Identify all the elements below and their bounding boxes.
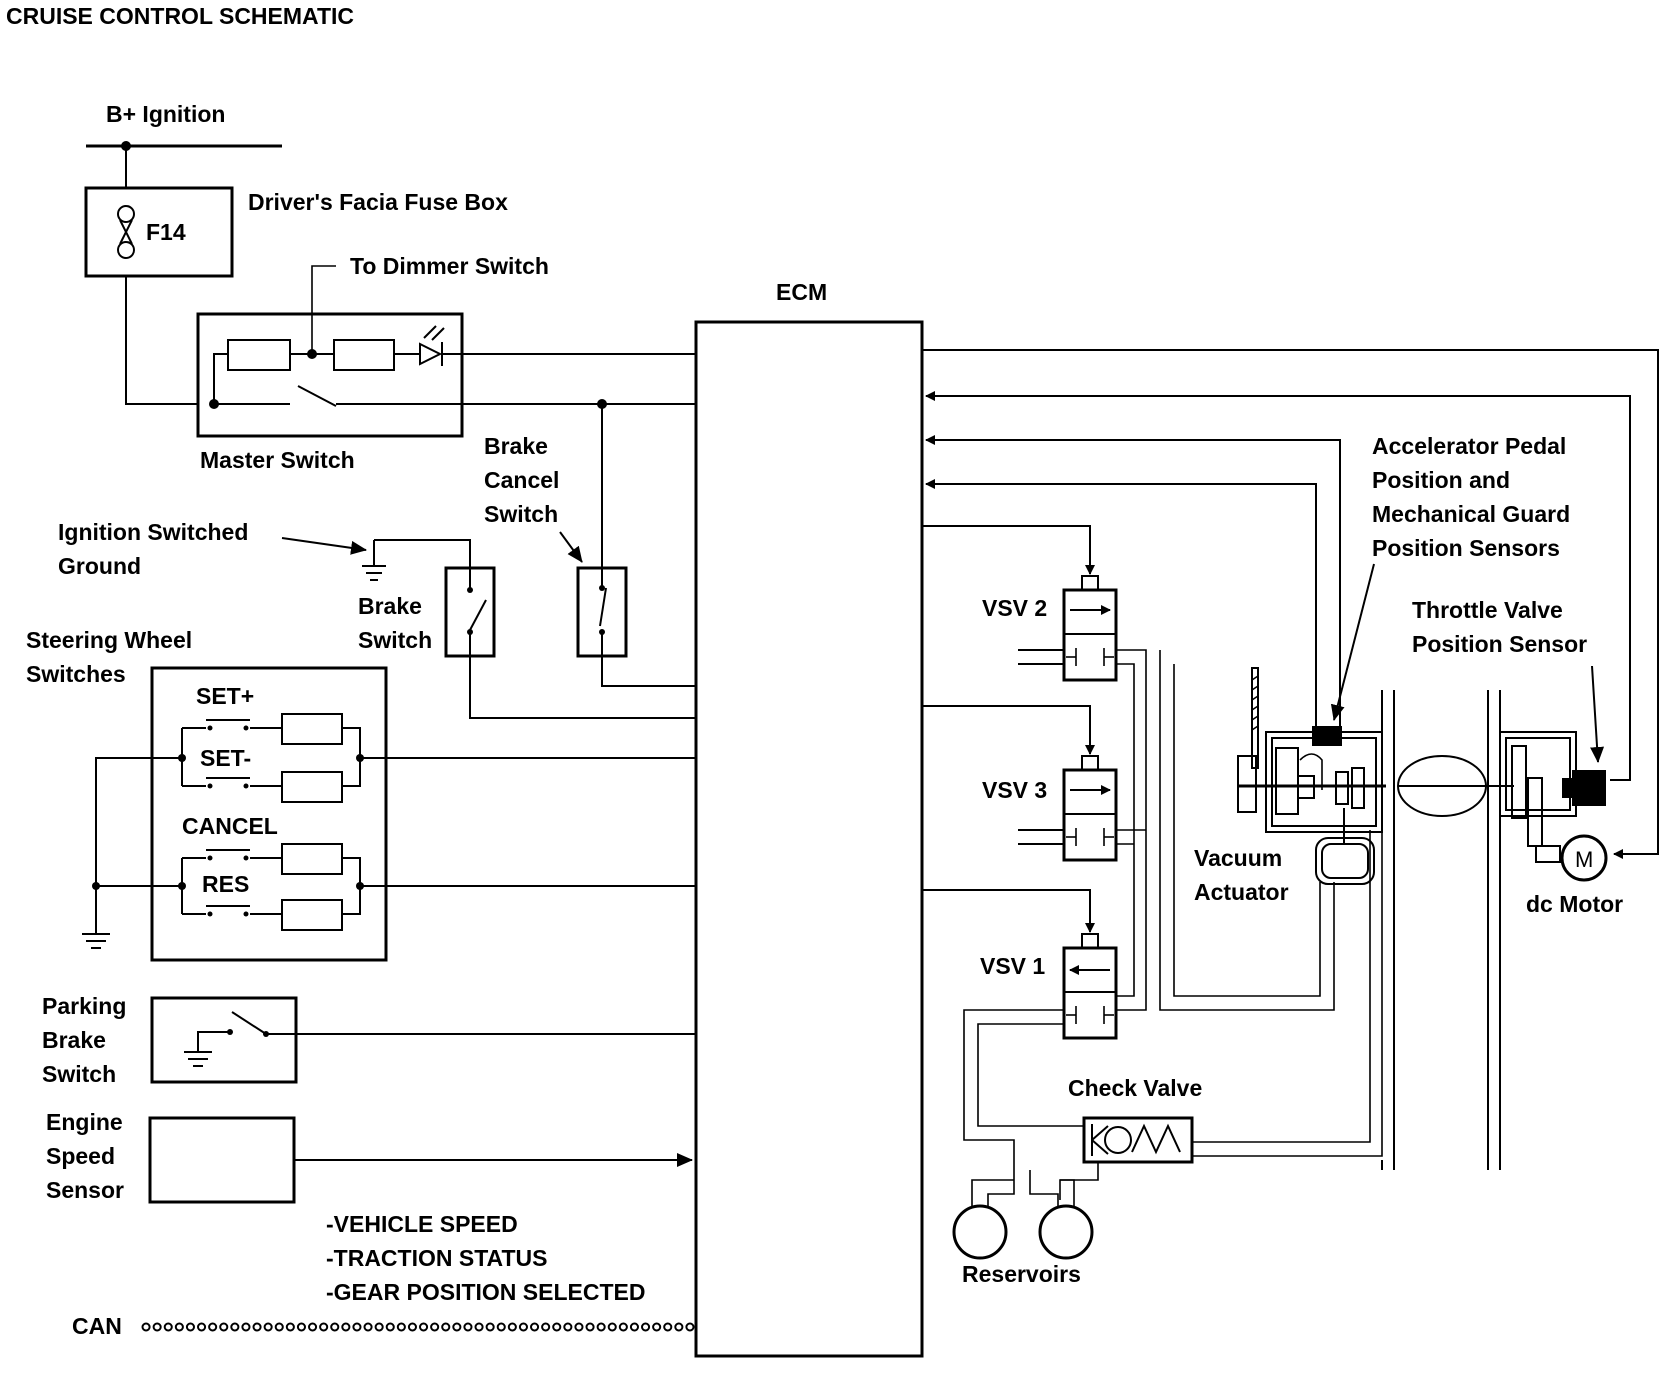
ignition-ground-label-1: Ignition Switched xyxy=(58,519,248,545)
accel-label-3: Mechanical Guard xyxy=(1372,501,1570,527)
vacuum-hoses xyxy=(963,649,1383,1200)
ground-icon xyxy=(362,540,386,581)
accel-label-2: Position and xyxy=(1372,467,1510,493)
reservoirs: Reservoirs xyxy=(952,1170,1094,1287)
accel-sensors-label: Accelerator Pedal Position and Mechanica… xyxy=(1330,433,1570,721)
throttle-sensor-label: Throttle Valve Position Sensor xyxy=(1412,597,1605,763)
motor-symbol: M xyxy=(1575,847,1593,872)
check-valve-label: Check Valve xyxy=(1068,1075,1202,1101)
set-plus-label: SET+ xyxy=(196,683,254,709)
cancel-label: CANCEL xyxy=(182,813,278,839)
can-label: CAN xyxy=(72,1313,122,1339)
vsv3-label: VSV 3 xyxy=(982,777,1047,803)
master-switch-label: Master Switch xyxy=(200,447,355,473)
check-valve: Check Valve xyxy=(1068,1075,1202,1164)
brake-switch: Brake Switch xyxy=(358,566,696,719)
steering-ground-icon xyxy=(82,933,110,949)
ignition-ground-label-2: Ground xyxy=(58,553,141,579)
vacuum-actuator-label: Vacuum Actuator xyxy=(1194,845,1289,905)
can-bus: -VEHICLE SPEED -TRACTION STATUS -GEAR PO… xyxy=(72,1211,697,1339)
fuse-box: F14 Driver's Facia Fuse Box xyxy=(84,186,508,278)
b-ignition-label: B+ Ignition xyxy=(106,101,225,127)
fuse-box-label: Driver's Facia Fuse Box xyxy=(248,189,508,215)
vsv1-label: VSV 1 xyxy=(980,953,1045,979)
res-label: RES xyxy=(202,871,249,897)
set-minus-label: SET- xyxy=(200,745,251,771)
brake-cancel-label-2: Cancel xyxy=(484,467,559,493)
brake-cancel-switch: Brake Cancel Switch xyxy=(484,433,696,687)
accel-label-4: Position Sensors xyxy=(1372,535,1560,561)
accel-label-1: Accelerator Pedal xyxy=(1372,433,1566,459)
steering-wheel-switches: Steering Wheel Switches SET+ SET- CANCEL… xyxy=(26,627,388,962)
reservoirs-label: Reservoirs xyxy=(962,1261,1081,1287)
vsv-3: VSV 3 xyxy=(982,755,1118,862)
ignition-switched-ground: Ignition Switched Ground xyxy=(58,519,471,581)
brake-cancel-label-3: Switch xyxy=(484,501,558,527)
ecm-unit: ECM xyxy=(694,279,924,1358)
throttle-label-2: Position Sensor xyxy=(1412,631,1587,657)
throttle-assembly xyxy=(1237,667,1606,1170)
parking-brake-label-2: Brake xyxy=(42,1027,106,1053)
to-dimmer-label: To Dimmer Switch xyxy=(350,253,549,279)
fuse-f14-icon xyxy=(117,205,135,259)
steering-wheel-label-1: Steering Wheel xyxy=(26,627,192,653)
engine-speed-label-3: Sensor xyxy=(46,1177,124,1203)
vacuum-label-2: Actuator xyxy=(1194,879,1289,905)
vsv-1: VSV 1 xyxy=(980,933,1118,1040)
fuse-f14-label: F14 xyxy=(146,219,186,245)
can-item-2: -TRACTION STATUS xyxy=(326,1245,547,1271)
engine-speed-label-1: Engine xyxy=(46,1109,123,1135)
steering-wheel-label-2: Switches xyxy=(26,661,126,687)
vacuum-label-1: Vacuum xyxy=(1194,845,1282,871)
dc-motor-label: dc Motor xyxy=(1526,891,1623,917)
parking-brake-label-1: Parking xyxy=(42,993,126,1019)
parking-brake-label-3: Switch xyxy=(42,1061,116,1087)
vsv2-label: VSV 2 xyxy=(982,595,1047,621)
engine-speed-sensor: Engine Speed Sensor xyxy=(46,1109,693,1204)
parking-brake-switch: Parking Brake Switch xyxy=(42,993,696,1087)
parking-ground-icon xyxy=(184,1031,230,1067)
dc-motor: M dc Motor xyxy=(1526,834,1623,917)
engine-speed-label-2: Speed xyxy=(46,1143,115,1169)
brake-switch-label-2: Switch xyxy=(358,627,432,653)
diagram-title: CRUISE CONTROL SCHEMATIC xyxy=(6,3,354,29)
ecm-label: ECM xyxy=(776,279,827,305)
b-ignition-supply: B+ Ignition xyxy=(86,101,282,188)
can-item-1: -VEHICLE SPEED xyxy=(326,1211,518,1237)
throttle-label-1: Throttle Valve xyxy=(1412,597,1563,623)
brake-cancel-label-1: Brake xyxy=(484,433,548,459)
brake-switch-label-1: Brake xyxy=(358,593,422,619)
can-item-3: -GEAR POSITION SELECTED xyxy=(326,1279,645,1305)
vsv-2: VSV 2 xyxy=(982,575,1118,682)
master-switch: Master Switch xyxy=(196,312,464,473)
